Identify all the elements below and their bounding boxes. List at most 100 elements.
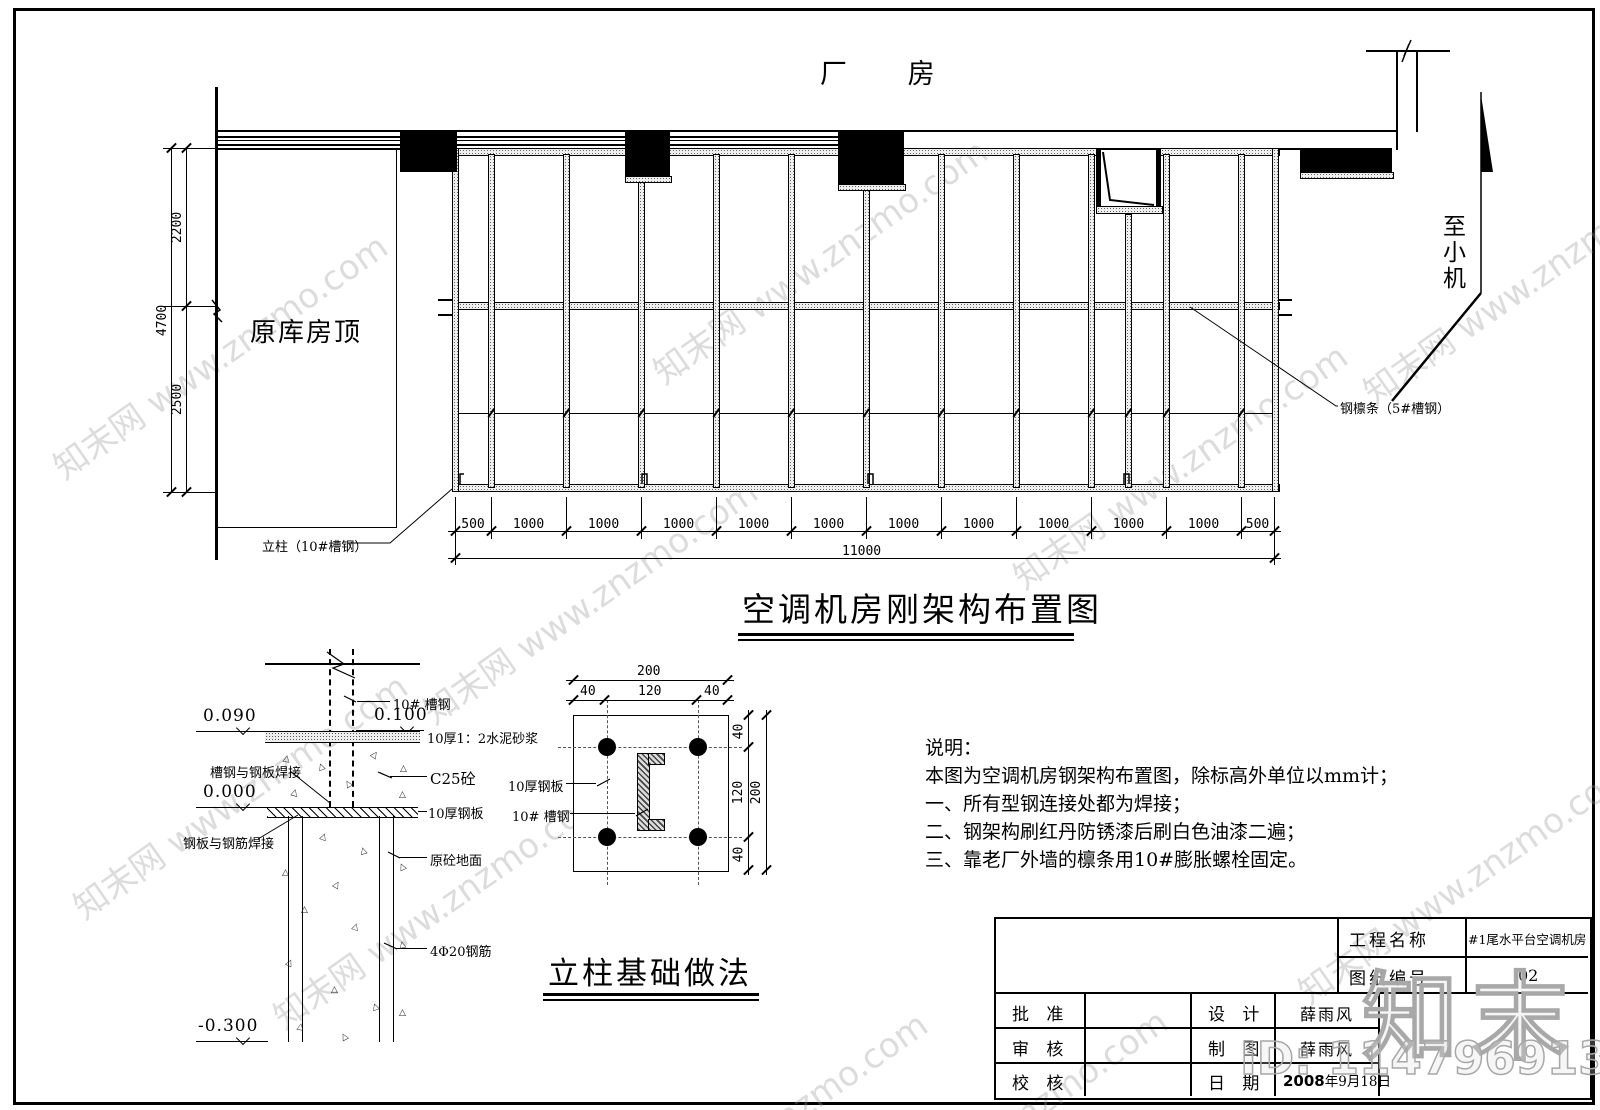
sc-bolt [689, 828, 707, 846]
wall-column [838, 130, 904, 184]
tb-grid [1190, 992, 1192, 1096]
fd-weld-top-label: 槽钢与钢板焊接 [210, 766, 302, 781]
sc-dim-40r: 40 [731, 846, 747, 863]
frame-vertical-member [638, 181, 645, 488]
frame-vertical-member [1125, 214, 1132, 488]
fd-column-right-flange [352, 649, 354, 807]
sc-dim-line [566, 680, 734, 681]
tb-date-num: 2008 [1283, 1072, 1325, 1090]
weld-mark [438, 314, 452, 316]
fd-leader [418, 811, 427, 812]
fd-rebar [288, 816, 303, 1042]
dim-extension-line [566, 497, 567, 539]
fd-base-plate [267, 807, 418, 818]
bottom-dim-label: 1000 [587, 517, 620, 532]
frame-left-column [452, 148, 459, 492]
fd-mortar-layer [265, 731, 420, 743]
dim-extension-line [1241, 497, 1242, 539]
weld-mark [438, 299, 452, 301]
fd-leader [357, 701, 390, 702]
fd-elev-line [196, 1041, 268, 1042]
frame-vertical-member [1163, 154, 1170, 488]
room-right-edge [396, 150, 397, 527]
tb-date-label: 日 期 [1208, 1074, 1266, 1094]
dim-line-left-inner [186, 148, 187, 492]
tb-project-label: 工程名称 [1349, 931, 1429, 951]
dim-overall-line [448, 558, 1281, 559]
wall-column [1300, 148, 1392, 172]
sc-channel-label: 10# 槽钢 [512, 810, 570, 825]
tb-design-label: 设 计 [1208, 1005, 1266, 1025]
titleblock [994, 917, 1592, 1100]
dim-extension-line [1016, 497, 1017, 539]
bottom-dim-label: 500 [1245, 517, 1270, 532]
dim-ext [163, 492, 218, 493]
sc-centerline [558, 837, 742, 838]
frame-vertical-member [1238, 154, 1245, 488]
niche-right-wall [1156, 148, 1161, 208]
tb-sheet-value: 02 [1518, 966, 1539, 985]
sc-centerline [607, 700, 608, 885]
room-label: 原库房顶 [250, 318, 363, 348]
sc-bolt [598, 828, 616, 846]
sc-bolt [598, 738, 616, 756]
sc-dim-line [566, 700, 734, 701]
wall-line-2 [217, 136, 904, 138]
frame-vertical-member [713, 154, 720, 488]
tb-review-label: 审 核 [1012, 1040, 1070, 1060]
bottom-dim-label: 1000 [1187, 517, 1220, 532]
tb-grid [994, 992, 1588, 994]
dim-extension-line [791, 497, 792, 539]
frame-vertical-member [1088, 154, 1095, 488]
tb-grid [1337, 956, 1588, 958]
sc-plate-outline [573, 715, 729, 872]
dim-extension-line [1166, 497, 1167, 539]
sc-dim-200-top: 200 [637, 664, 661, 679]
frame-vertical-member [788, 154, 795, 488]
tb-check-label: 校 核 [1012, 1074, 1070, 1094]
dim-2500: 2500 [170, 383, 186, 416]
fd-elev-0100: 0.100 [374, 705, 428, 725]
concrete-aggregate-mark: △ [301, 905, 308, 915]
fd-plate-label: 10厚钢板 [428, 807, 484, 822]
concrete-aggregate-mark: △ [400, 764, 407, 774]
concrete-aggregate-mark: △ [399, 1008, 406, 1018]
tb-sheet-label: 图纸编号 [1349, 969, 1429, 989]
sc-dim-line [766, 710, 767, 875]
frame-vertical-member [488, 154, 495, 488]
wall-line-outer [217, 130, 1398, 132]
fd-elev-0090: 0.090 [203, 706, 257, 726]
site-id-watermark: ID: 1147969132 [1239, 1031, 1600, 1086]
fd-leader [399, 857, 427, 858]
column-leader-label: 立柱（10#槽钢） [262, 540, 368, 555]
dim-extension-line [641, 497, 642, 539]
weld-mark [1278, 314, 1292, 316]
dim-2200: 2200 [170, 211, 186, 244]
bottom-dim-label: 1000 [887, 517, 920, 532]
sc-leader [570, 813, 635, 814]
corner-wall-cap [1366, 50, 1450, 52]
sc-plate-label: 10厚钢板 [508, 780, 564, 795]
fd-ground-label: 原砼地面 [430, 854, 483, 869]
fd-elev-line [196, 807, 267, 808]
wall-column-base [1300, 172, 1394, 179]
sc-dim-200r: 200 [749, 780, 765, 805]
sc-leader [566, 783, 596, 784]
top-chord-left [452, 148, 1098, 156]
bottom-dim-label: 500 [461, 517, 485, 532]
wall-line-3 [217, 140, 904, 141]
sc-dim-40: 40 [580, 684, 596, 699]
foundation-title-underline-2 [543, 999, 759, 1001]
sc-dim-40r: 40 [731, 723, 747, 740]
fd-concrete-label: C25砼 [430, 770, 476, 788]
sc-dim-40: 40 [704, 684, 720, 699]
dim-ext [163, 148, 218, 149]
room-bottom-edge [217, 527, 397, 528]
sc-channel-flange [648, 819, 665, 831]
fd-rebar-label: 4Φ20钢筋 [430, 945, 492, 960]
tb-grid [1378, 992, 1380, 1096]
sc-centerline [698, 700, 699, 885]
sc-centerline [558, 747, 742, 748]
site-logo-watermark: 知末 [1361, 961, 1582, 1075]
